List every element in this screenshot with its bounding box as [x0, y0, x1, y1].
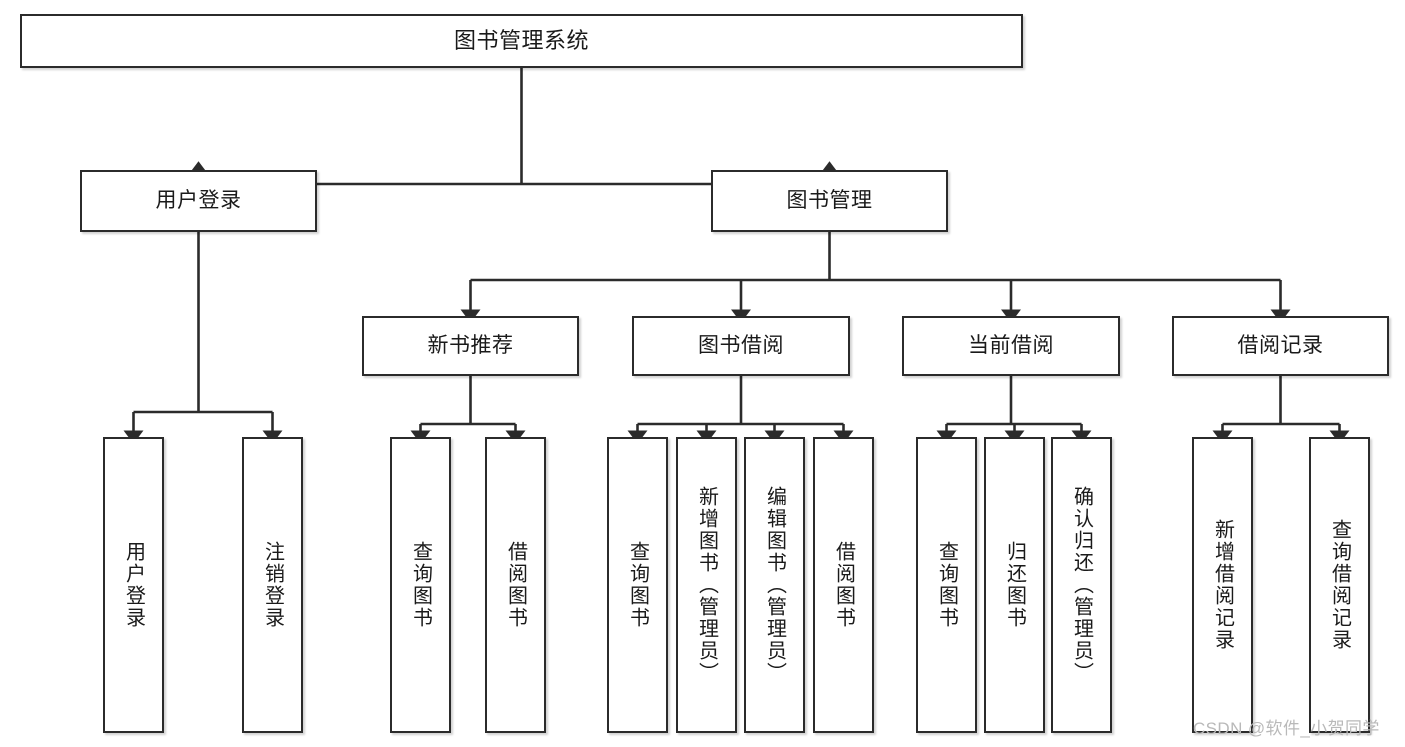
node-user-login[interactable]: 用户登录 [80, 170, 317, 232]
node-book-management-label: 图书管理 [786, 189, 873, 213]
node-leaf-edit-book-admin[interactable]: 编辑图书（管理员） [744, 437, 805, 733]
node-leaf-add-book-admin[interactable]: 新增图书（管理员） [676, 437, 737, 733]
node-leaf-user-logout-label: 注销登录 [261, 541, 284, 629]
node-book-borrow[interactable]: 图书借阅 [632, 316, 850, 376]
node-user-login-label: 用户登录 [155, 189, 242, 213]
node-leaf-query-book-3-label: 查询图书 [935, 541, 958, 629]
node-leaf-edit-book-admin-label: 编辑图书（管理员） [763, 486, 786, 684]
node-leaf-user-login-label: 用户登录 [122, 541, 145, 629]
node-leaf-user-logout[interactable]: 注销登录 [242, 437, 303, 733]
node-leaf-borrow-book-2[interactable]: 借阅图书 [813, 437, 874, 733]
node-current-borrow[interactable]: 当前借阅 [902, 316, 1120, 376]
node-leaf-return-book-label: 归还图书 [1003, 541, 1026, 629]
node-leaf-add-book-admin-label: 新增图书（管理员） [695, 486, 718, 684]
node-leaf-query-book-1[interactable]: 查询图书 [390, 437, 451, 733]
node-root[interactable]: 图书管理系统 [20, 14, 1023, 68]
node-new-book-recommend-label: 新书推荐 [427, 334, 514, 358]
node-leaf-query-book-3[interactable]: 查询图书 [916, 437, 977, 733]
node-leaf-add-borrow-record-label: 新增借阅记录 [1211, 519, 1234, 651]
node-leaf-confirm-return-admin[interactable]: 确认归还（管理员） [1051, 437, 1112, 733]
node-leaf-query-book-2[interactable]: 查询图书 [607, 437, 668, 733]
node-leaf-borrow-book-2-label: 借阅图书 [832, 541, 855, 629]
node-new-book-recommend[interactable]: 新书推荐 [362, 316, 579, 376]
node-leaf-borrow-book-1[interactable]: 借阅图书 [485, 437, 546, 733]
node-leaf-query-book-1-label: 查询图书 [409, 541, 432, 629]
node-leaf-query-borrow-record[interactable]: 查询借阅记录 [1309, 437, 1370, 733]
node-borrow-record[interactable]: 借阅记录 [1172, 316, 1389, 376]
node-book-management[interactable]: 图书管理 [711, 170, 948, 232]
node-leaf-user-login[interactable]: 用户登录 [103, 437, 164, 733]
node-borrow-record-label: 借阅记录 [1237, 334, 1324, 358]
node-current-borrow-label: 当前借阅 [968, 334, 1054, 358]
node-leaf-borrow-book-1-label: 借阅图书 [504, 541, 527, 629]
node-leaf-query-borrow-record-label: 查询借阅记录 [1328, 519, 1351, 651]
node-leaf-confirm-return-admin-label: 确认归还（管理员） [1070, 486, 1093, 684]
node-leaf-add-borrow-record[interactable]: 新增借阅记录 [1192, 437, 1253, 733]
node-leaf-query-book-2-label: 查询图书 [626, 541, 649, 629]
node-root-label: 图书管理系统 [453, 27, 589, 53]
node-book-borrow-label: 图书借阅 [698, 334, 784, 358]
node-leaf-return-book[interactable]: 归还图书 [984, 437, 1045, 733]
